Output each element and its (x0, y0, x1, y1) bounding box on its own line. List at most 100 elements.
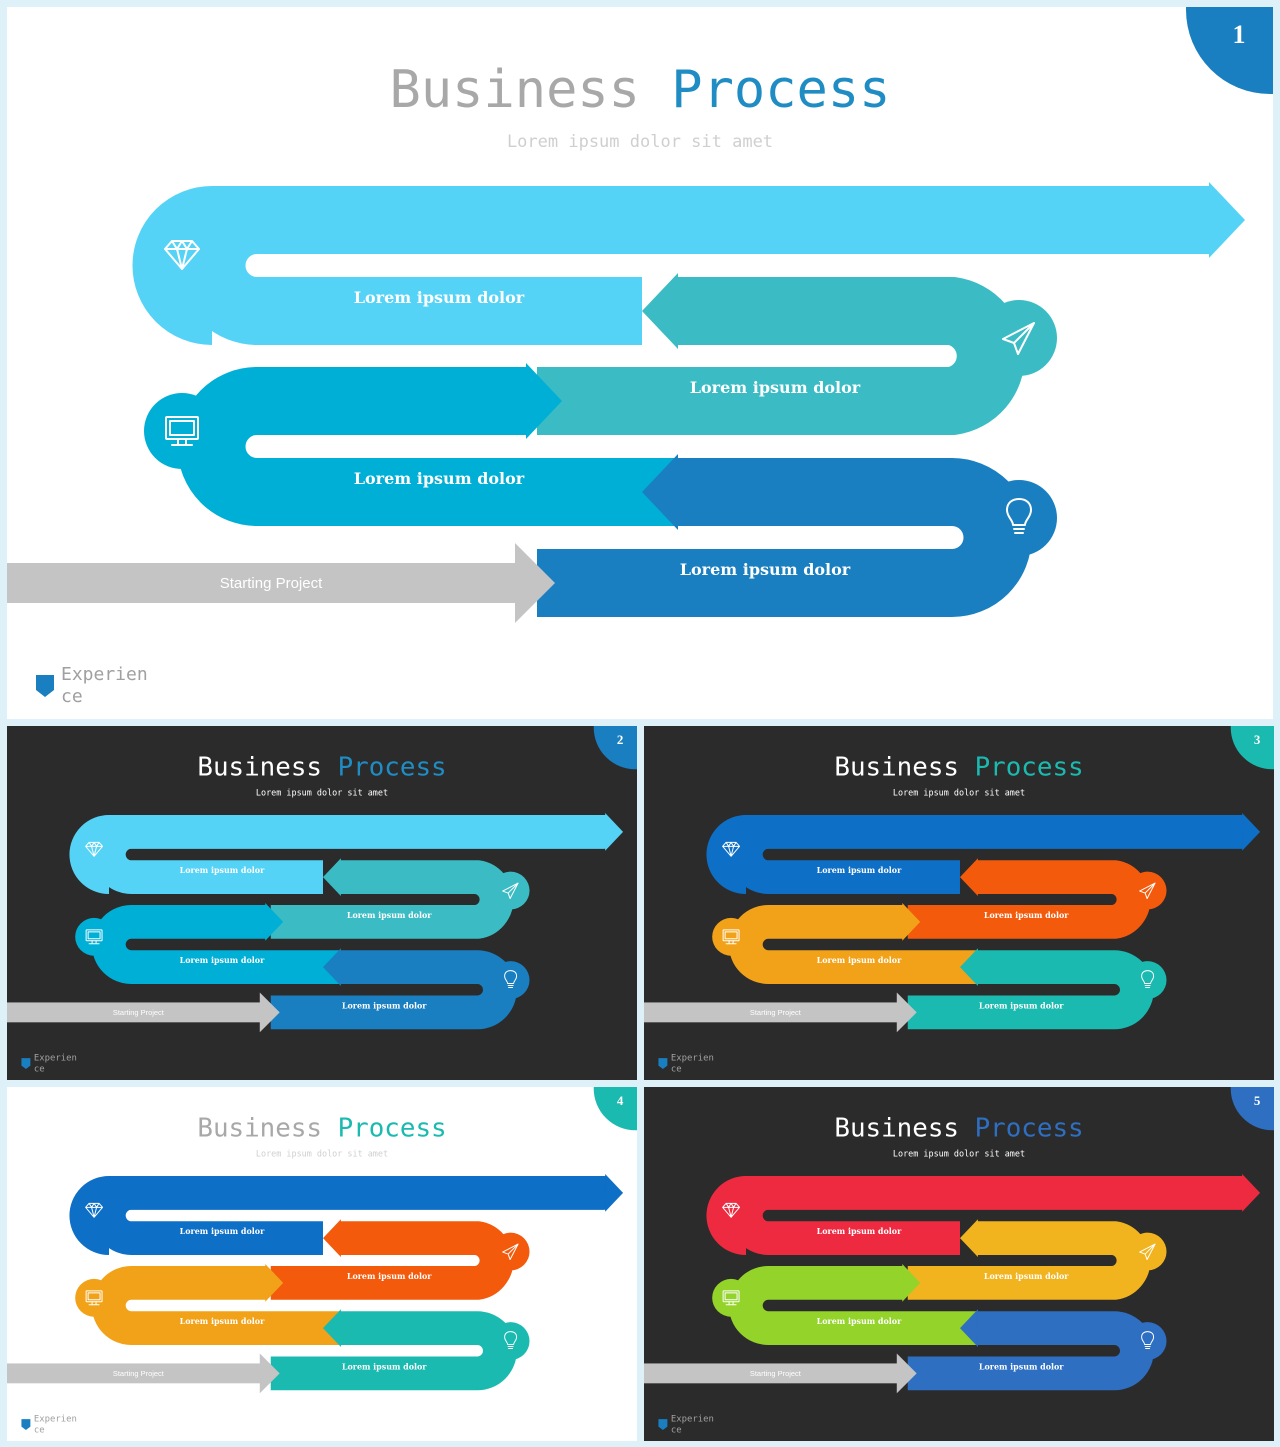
monitor-icon (722, 929, 740, 945)
flow-arrow-2 (642, 273, 678, 349)
page-title: Business Process (834, 753, 1083, 783)
icon-circle-1 (75, 829, 113, 868)
title-word-2: Process (975, 1114, 1084, 1144)
slide-number-badge (1230, 1087, 1274, 1131)
monitor-icon (85, 929, 103, 945)
step-label-3: Lorem ipsum dolor (180, 1317, 265, 1326)
step-label-3: Lorem ipsum dolor (817, 1317, 902, 1326)
icon-circle-3 (75, 1278, 113, 1317)
slide-number: 1 (1233, 20, 1246, 49)
paper-plane-icon (1139, 882, 1156, 900)
logo-text-line-1: Experien (671, 1415, 714, 1425)
logo-text-line-1: Experien (34, 1415, 77, 1425)
diamond-icon (164, 240, 200, 270)
flow-arrow-2 (322, 858, 341, 897)
subtitle: Lorem ipsum dolor sit amet (507, 132, 773, 152)
monitor-icon (722, 1290, 740, 1306)
flow-arrow-3 (265, 1264, 284, 1302)
logo-text-line-1: Experien (61, 664, 148, 685)
flow-arrow-2 (959, 858, 978, 897)
flow-arrow-3 (526, 363, 562, 439)
start-label: Starting Project (220, 575, 323, 592)
paper-plane-icon (502, 1243, 519, 1261)
title-word-1: Business (834, 753, 974, 783)
step-label-2: Lorem ipsum dolor (984, 1272, 1069, 1281)
page-title: Business Process (197, 753, 446, 783)
monitor-icon (85, 1290, 103, 1306)
step-label-2: Lorem ipsum dolor (984, 911, 1069, 920)
start-arrow-head (896, 992, 917, 1033)
icon-circle-4 (491, 1322, 530, 1360)
icon-circle-3 (712, 917, 750, 956)
logo-shield-icon (21, 1419, 31, 1431)
start-arrow-shaft (7, 1002, 261, 1023)
icon-circle-1 (75, 1190, 113, 1229)
start-label: Starting Project (113, 1369, 165, 1378)
flow-arrow-3 (902, 903, 921, 941)
step-label-1: Lorem ipsum dolor (180, 1227, 265, 1236)
flow-arrow-1 (605, 813, 624, 851)
icon-circle-4 (981, 480, 1057, 556)
icon-circle-3 (144, 393, 220, 469)
title-word-1: Business (390, 60, 672, 120)
flow-arrow-4 (322, 948, 341, 987)
step-label-3: Lorem ipsum dolor (180, 956, 265, 965)
slide-number-badge (593, 726, 637, 770)
diamond-icon (85, 1202, 104, 1218)
icon-circle-3 (712, 1278, 750, 1317)
title-word-1: Business (197, 753, 337, 783)
logo-text-line-1: Experien (34, 1054, 77, 1064)
logo-text-line-2: ce (34, 1065, 45, 1075)
flow-arrow-4 (959, 948, 978, 987)
lightbulb-icon (1006, 498, 1032, 534)
diamond-icon (722, 841, 741, 857)
flow-arrow-1 (1242, 1174, 1261, 1212)
diamond-icon (85, 841, 104, 857)
step-label-1: Lorem ipsum dolor (817, 866, 902, 875)
paper-plane-icon (502, 882, 519, 900)
icon-circle-1 (712, 829, 750, 868)
start-label: Starting Project (750, 1008, 802, 1017)
start-arrow-shaft (7, 1363, 261, 1384)
start-arrow-head (259, 1353, 280, 1394)
start-arrow-head (515, 543, 555, 623)
step-label-2: Lorem ipsum dolor (690, 378, 861, 397)
title-word-2: Process (338, 753, 447, 783)
start-label: Starting Project (750, 1369, 802, 1378)
icon-circle-3 (75, 917, 113, 956)
flow-arrow-2 (959, 1219, 978, 1258)
slide-number-badge (1186, 7, 1273, 94)
start-arrow-head (896, 1353, 917, 1394)
logo-shield-icon (658, 1419, 668, 1431)
start-label: Starting Project (113, 1008, 165, 1017)
page-title: Business Process (834, 1114, 1083, 1144)
start-arrow-shaft (7, 563, 517, 603)
paper-plane-icon (1139, 1243, 1156, 1261)
step-label-3: Lorem ipsum dolor (354, 469, 525, 488)
step-label-2: Lorem ipsum dolor (347, 1272, 432, 1281)
title-word-1: Business (834, 1114, 974, 1144)
title-word-2: Process (671, 60, 890, 120)
step-label-4: Lorem ipsum dolor (680, 560, 851, 579)
flow-arrow-4 (959, 1309, 978, 1348)
slide-number-badge (1230, 726, 1274, 770)
icon-circle-4 (491, 961, 530, 999)
logo-text-line-2: ce (671, 1426, 682, 1436)
flow-arrow-4 (642, 454, 678, 530)
title-word-1: Business (197, 1114, 337, 1144)
start-arrow-shaft (644, 1002, 898, 1023)
diamond-icon (722, 1202, 741, 1218)
step-label-1: Lorem ipsum dolor (180, 866, 265, 875)
step-label-4: Lorem ipsum dolor (342, 1001, 427, 1010)
step-label-1: Lorem ipsum dolor (354, 288, 525, 307)
slide-number: 2 (617, 732, 623, 747)
